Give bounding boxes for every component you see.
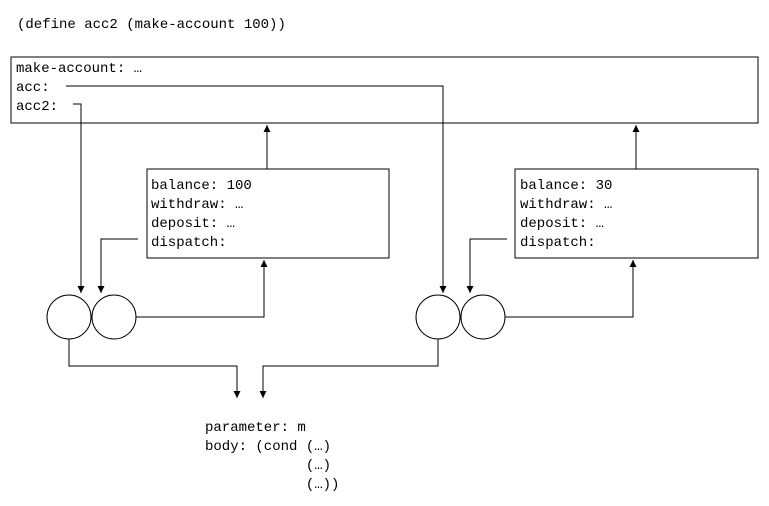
acc2-binding-withdraw: withdraw: … — [151, 197, 243, 213]
procedure-parameter: parameter: m — [205, 420, 306, 436]
acc-binding-dispatch: dispatch: — [520, 235, 596, 251]
acc-binding-deposit: deposit: … — [520, 216, 604, 232]
procedure-body-line-1: body: (cond (…) — [205, 439, 331, 455]
acc2-pointer-arrow — [73, 103, 85, 293]
global-environment-frame — [10, 56, 759, 124]
acc2-binding-deposit: deposit: … — [151, 216, 235, 232]
acc-pointer-arrow — [66, 85, 447, 293]
procedure-body-line-2: (…) — [205, 458, 331, 474]
acc2-binding-dispatch: dispatch: — [151, 235, 227, 251]
acc-dispatch-pointer-arrow — [466, 238, 507, 293]
acc2-binding-balance: balance: 100 — [151, 178, 252, 194]
acc2-procedure-code-circle — [46, 294, 92, 340]
acc2-dispatch-pointer-arrow — [97, 238, 138, 293]
global-binding-acc: acc: — [16, 80, 50, 96]
global-binding-acc2: acc2: — [16, 99, 58, 115]
acc2-environment-frame — [146, 168, 390, 259]
define-expression: (define acc2 (make-account 100)) — [17, 17, 286, 33]
acc-procedure-env-arrow — [505, 260, 637, 318]
acc-binding-balance: balance: 30 — [520, 178, 612, 194]
acc2-procedure-env-circle — [91, 294, 137, 340]
acc-binding-withdraw: withdraw: … — [520, 197, 612, 213]
acc-procedure-env-circle — [460, 294, 506, 340]
procedure-body-line-3: (…)) — [205, 477, 339, 493]
acc2-procedure-code-arrow — [68, 339, 241, 398]
acc2-procedure-env-arrow — [136, 260, 268, 318]
acc-procedure-code-circle — [415, 294, 461, 340]
global-binding-make-account: make-account: … — [16, 61, 142, 77]
acc-procedure-code-arrow — [259, 339, 439, 398]
